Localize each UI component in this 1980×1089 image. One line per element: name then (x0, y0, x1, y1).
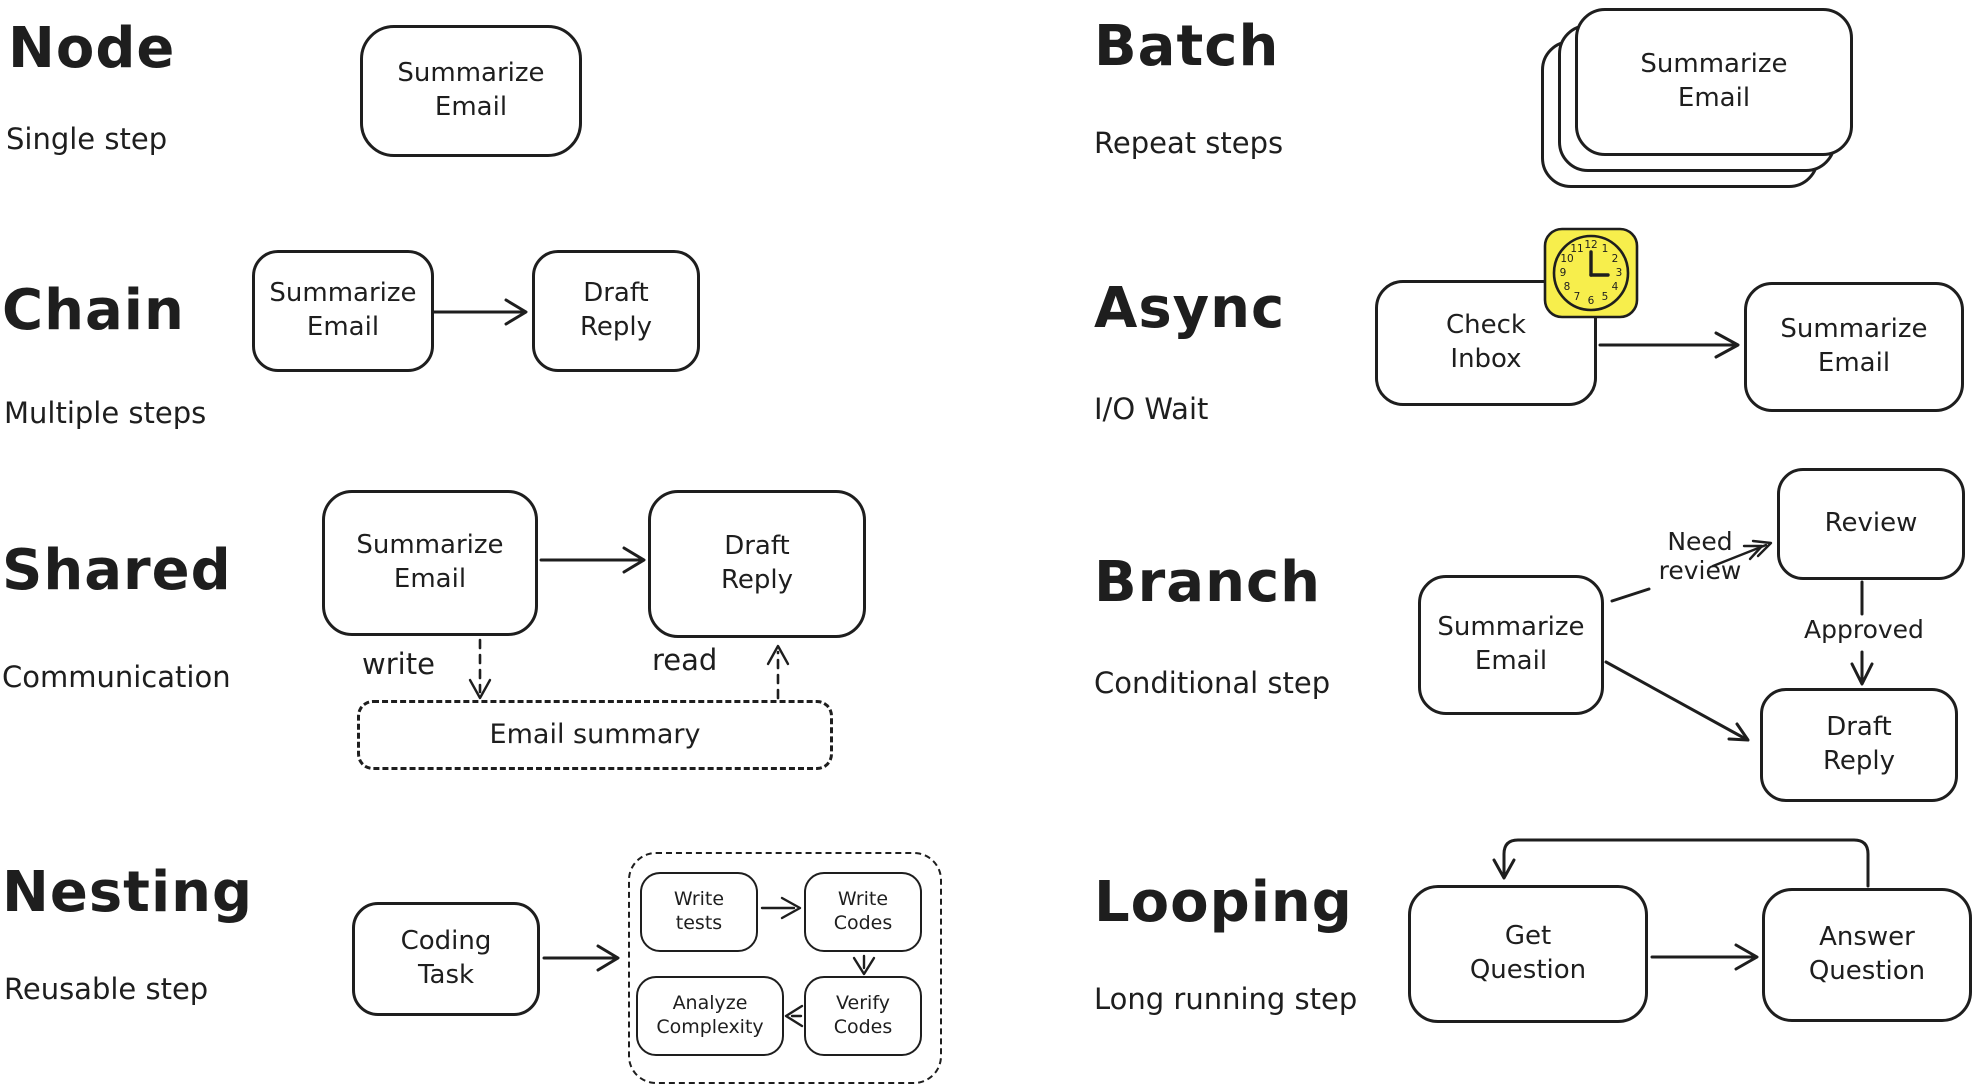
nesting-verify-codes-box: Verify Codes (804, 976, 922, 1056)
node-step-box: Summarize Email (360, 25, 582, 157)
clock-num-3: 3 (1616, 267, 1623, 279)
async-arrowhead (1714, 331, 1740, 359)
shared-step1-box: Summarize Email (322, 490, 538, 636)
clock-num-2: 2 (1612, 253, 1619, 265)
clock-num-7: 7 (1574, 291, 1581, 303)
branch-step1-box: Summarize Email (1418, 575, 1604, 715)
branch-need-review-label: Need review (1658, 527, 1742, 585)
looping-arrowhead (1734, 943, 1759, 971)
branch-approved-arrowhead (1850, 662, 1874, 686)
chain-step1-box: Summarize Email (252, 250, 434, 372)
clock-num-1: 1 (1602, 243, 1609, 255)
batch-subtitle: Repeat steps (1094, 126, 1284, 160)
branch-review-arrowhead1 (1751, 539, 1773, 558)
node-title: Node (8, 16, 176, 81)
nesting-outer-step-box: Coding Task (352, 902, 540, 1016)
shared-step2-box: Draft Reply (648, 490, 866, 638)
shared-store-box: Email summary (357, 700, 833, 770)
clock-num-11: 11 (1570, 243, 1583, 255)
branch-need-review-dash (1610, 587, 1651, 603)
batch-card-front: Summarize Email (1575, 8, 1853, 156)
chain-subtitle: Multiple steps (4, 396, 207, 430)
branch-review-box: Review (1777, 468, 1965, 580)
clock-num-9: 9 (1560, 267, 1567, 279)
shared-write-label: write (362, 647, 435, 681)
shared-subtitle: Communication (2, 660, 231, 694)
chain-arrowhead (504, 298, 528, 326)
looping-loopback-arrowhead (1492, 858, 1516, 880)
shared-write-arrowhead (468, 678, 492, 700)
nesting-title: Nesting (2, 860, 254, 925)
clock-num-4: 4 (1612, 281, 1619, 293)
clock-icon: 12 1 2 3 4 5 6 7 8 9 10 11 (1543, 227, 1639, 319)
batch-title: Batch (1094, 14, 1280, 79)
clock-num-6: 6 (1588, 295, 1595, 307)
branch-approved-label: Approved (1804, 615, 1924, 644)
nesting-group-container (628, 852, 942, 1084)
async-subtitle: I/O Wait (1094, 392, 1209, 426)
nesting-subtitle: Reusable step (4, 972, 209, 1006)
shared-read-arrowhead (766, 644, 790, 666)
clock-num-5: 5 (1602, 291, 1609, 303)
async-step2-box: Summarize Email (1744, 282, 1964, 412)
branch-title: Branch (1094, 550, 1322, 615)
looping-step2-box: Answer Question (1762, 888, 1972, 1022)
nesting-write-tests-box: Write tests (640, 872, 758, 952)
nesting-write-codes-box: Write Codes (804, 872, 922, 952)
nesting-analyze-complexity-box: Analyze Complexity (636, 976, 784, 1056)
looping-loopback-line (1502, 838, 1870, 888)
shared-read-label: read (652, 643, 718, 677)
shared-title: Shared (2, 538, 232, 603)
looping-step1-box: Get Question (1408, 885, 1648, 1023)
clock-num-12: 12 (1584, 239, 1597, 251)
node-subtitle: Single step (6, 122, 168, 156)
branch-draft-reply-box: Draft Reply (1760, 688, 1958, 802)
looping-title: Looping (1094, 870, 1353, 935)
shared-arrowhead (622, 546, 646, 574)
looping-subtitle: Long running step (1094, 982, 1358, 1016)
clock-num-10: 10 (1560, 253, 1573, 265)
async-title: Async (1094, 276, 1286, 341)
chain-step2-box: Draft Reply (532, 250, 700, 372)
nesting-arrowhead (596, 944, 620, 972)
branch-diagonal-arrowhead (1727, 722, 1750, 742)
chain-title: Chain (2, 278, 185, 343)
branch-diagonal-arrow (1604, 660, 1746, 740)
clock-face (1552, 234, 1630, 312)
clock-num-8: 8 (1564, 281, 1571, 293)
branch-subtitle: Conditional step (1094, 666, 1331, 700)
